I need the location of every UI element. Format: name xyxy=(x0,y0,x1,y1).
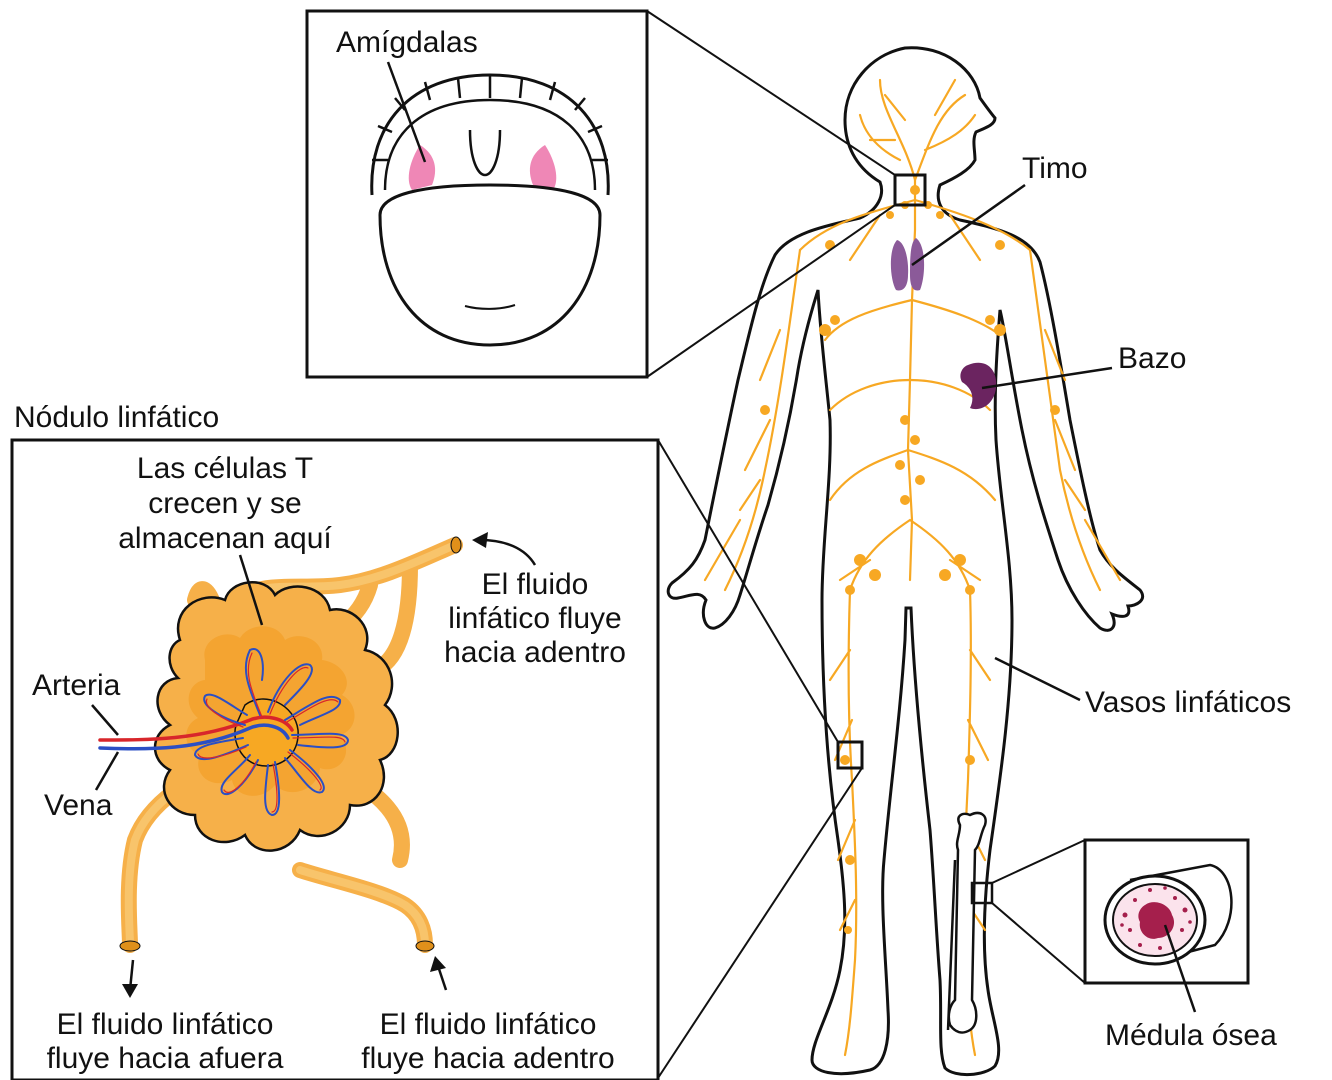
bone-marrow-label: Médula ósea xyxy=(1105,1019,1277,1052)
lymph-node-title: Nódulo linfático xyxy=(14,401,219,434)
tonsils-label: Amígdalas xyxy=(336,26,478,59)
artery-label: Arteria xyxy=(32,669,121,702)
t-cells-label-line-3: almacenan aquí xyxy=(118,522,332,555)
thymus-label: Timo xyxy=(1022,152,1088,185)
marrow-connector-bottom xyxy=(992,903,1085,983)
outflow-label-line-1: El fluido linfático xyxy=(57,1008,274,1041)
outflow-label-line-2: fluye hacia afuera xyxy=(47,1042,284,1075)
inflow-top-label-line-2: linfático fluye xyxy=(448,602,621,635)
vessel-end-bottom-right xyxy=(416,941,434,951)
vessel-end-top xyxy=(451,537,461,553)
inflow-bottom-label-line-2: fluye hacia adentro xyxy=(361,1042,615,1075)
human-body xyxy=(668,48,1142,1075)
inflow-bottom-label-line-1: El fluido linfático xyxy=(380,1008,597,1041)
t-cells-label-line-2: crecen y se xyxy=(148,487,301,520)
vein-label: Vena xyxy=(44,789,113,822)
t-cells-label-line-1: Las células T xyxy=(137,452,313,485)
marrow-connector-top xyxy=(992,840,1085,883)
spleen-label: Bazo xyxy=(1118,342,1186,375)
inflow-top-label-line-1: El fluido xyxy=(482,568,589,601)
lymph-vessels-label: Vasos linfáticos xyxy=(1085,686,1291,719)
bone-marrow-inset: Médula ósea xyxy=(972,840,1277,1052)
inflow-top-label-line-3: hacia adentro xyxy=(444,636,626,669)
tonsils-inset: Amígdalas xyxy=(307,11,647,377)
vessel-end-bottom-left xyxy=(120,941,140,951)
